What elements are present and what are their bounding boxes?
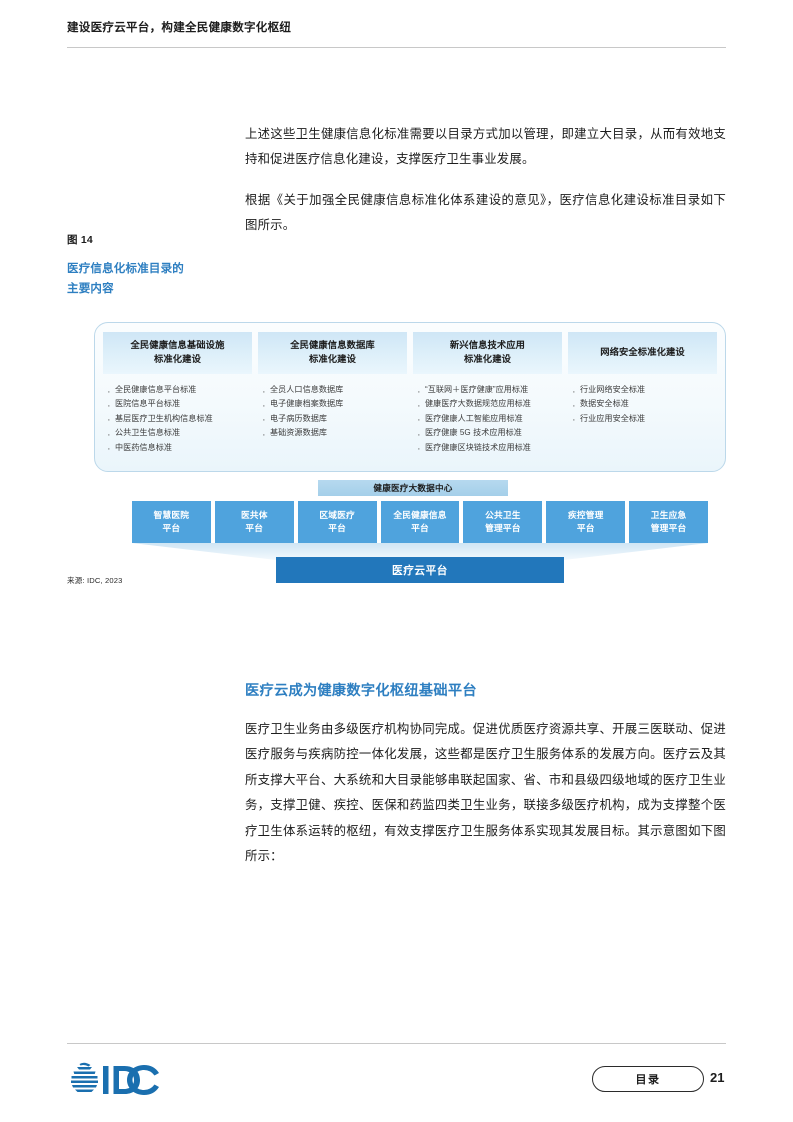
platform-box-disease-control-mgmt: 疾控管理平台 xyxy=(546,501,626,543)
footer-divider xyxy=(67,1043,726,1044)
standards-list: 全民健康信息平台标准 医院信息平台标准 基层医疗卫生机构信息标准 公共卫生信息标… xyxy=(103,374,252,460)
header-title: 建设医疗云平台，构建全民健康数字化枢纽 xyxy=(67,22,292,34)
paragraph-2: 根据《关于加强全民健康信息标准化体系建设的意见》，医疗信息化建设标准目录如下图所… xyxy=(245,192,726,233)
funnel-connector xyxy=(132,543,708,560)
idc-logo-mark xyxy=(71,1062,159,1095)
list-item: 行业网络安全标准 xyxy=(571,382,717,402)
list-item: “互联网＋医疗健康”应用标准 xyxy=(416,382,562,402)
figure-title: 医疗信息化标准目录的 主要内容 xyxy=(67,259,232,299)
column-heading: 全民健康信息数据库标准化建设 xyxy=(258,332,407,374)
cloud-platform-bar: 医疗云平台 xyxy=(276,557,564,583)
list-item: 全员人口信息数据库 xyxy=(261,382,407,402)
section-paragraph: 医疗卫生业务由多级医疗机构协同完成。促进优质医疗资源共享、开展三医联动、促进医疗… xyxy=(245,722,726,864)
section-block: 医疗云成为健康数字化枢纽基础平台 医疗卫生业务由多级医疗机构协同完成。促进优质医… xyxy=(245,680,726,885)
paragraph-1: 上述这些卫生健康信息化标准需要以目录方式加以管理，即建立大目录，从而有效地支持和… xyxy=(245,127,726,167)
figure-number: 图 14 xyxy=(67,234,93,246)
section-heading: 医疗云成为健康数字化枢纽基础平台 xyxy=(245,683,477,699)
column-heading: 全民健康信息基础设施标准化建设 xyxy=(103,332,252,374)
list-item: 健康医疗大数据规范应用标准 xyxy=(416,397,562,417)
platform-box-public-health-mgmt: 公共卫生管理平台 xyxy=(463,501,543,543)
list-item: 医院信息平台标准 xyxy=(106,397,252,417)
table-of-contents-button[interactable]: 目录 xyxy=(592,1066,704,1092)
page-number: 21 xyxy=(710,1070,725,1085)
list-item: 医疗健康区块链技术应用标准 xyxy=(416,440,562,460)
idc-logo xyxy=(67,1060,167,1100)
intro-text-column: 上述这些卫生健康信息化标准需要以目录方式加以管理，即建立大目录，从而有效地支持和… xyxy=(245,122,726,254)
platform-box-health-emergency-mgmt: 卫生应急管理平台 xyxy=(629,501,709,543)
header-divider xyxy=(67,47,726,48)
big-data-center-bar: 健康医疗大数据中心 xyxy=(318,480,508,496)
list-item: 公共卫生信息标准 xyxy=(106,426,252,446)
figure-source: 来源: IDC, 2023 xyxy=(67,576,123,585)
standards-list: 行业网络安全标准 数据安全标准 行业应用安全标准 xyxy=(568,374,717,431)
standards-list: 全员人口信息数据库 电子健康档案数据库 电子病历数据库 基础资源数据库 xyxy=(258,374,407,446)
list-item: 行业应用安全标准 xyxy=(571,411,717,431)
standards-list: “互联网＋医疗健康”应用标准 健康医疗大数据规范应用标准 医疗健康人工智能应用标… xyxy=(413,374,562,460)
list-item: 电子病历数据库 xyxy=(261,411,407,431)
figure-caption: 图 14 医疗信息化标准目录的 主要内容 xyxy=(67,232,232,299)
figure-title-line-2: 主要内容 xyxy=(67,283,114,296)
column-heading: 新兴信息技术应用标准化建设 xyxy=(413,332,562,374)
list-item: 中医药信息标准 xyxy=(106,440,252,460)
standards-column-network-security: 网络安全标准化建设 行业网络安全标准 数据安全标准 行业应用安全标准 xyxy=(568,332,717,462)
figure-title-line-1: 医疗信息化标准目录的 xyxy=(67,263,184,275)
column-heading: 网络安全标准化建设 xyxy=(568,332,717,374)
page-header: 建设医疗云平台，构建全民健康数字化枢纽 xyxy=(67,20,726,36)
list-item: 医疗健康 5G 技术应用标准 xyxy=(416,426,562,446)
platform-box-national-health-info: 全民健康信息平台 xyxy=(380,501,460,543)
list-item: 数据安全标准 xyxy=(571,397,717,417)
list-item: 医疗健康人工智能应用标准 xyxy=(416,411,562,431)
platform-box-smart-hospital: 智慧医院平台 xyxy=(132,501,211,543)
list-item: 电子健康档案数据库 xyxy=(261,397,407,417)
platform-box-regional-medical: 区域医疗平台 xyxy=(297,501,377,543)
platform-box-medical-consortium: 医共体平台 xyxy=(214,501,294,543)
list-item: 基础资源数据库 xyxy=(261,426,407,446)
list-item: 基层医疗卫生机构信息标准 xyxy=(106,411,252,431)
list-item: 全民健康信息平台标准 xyxy=(106,382,252,402)
platform-row: 智慧医院平台 医共体平台 区域医疗平台 全民健康信息平台 公共卫生管理平台 疾控… xyxy=(132,501,709,543)
